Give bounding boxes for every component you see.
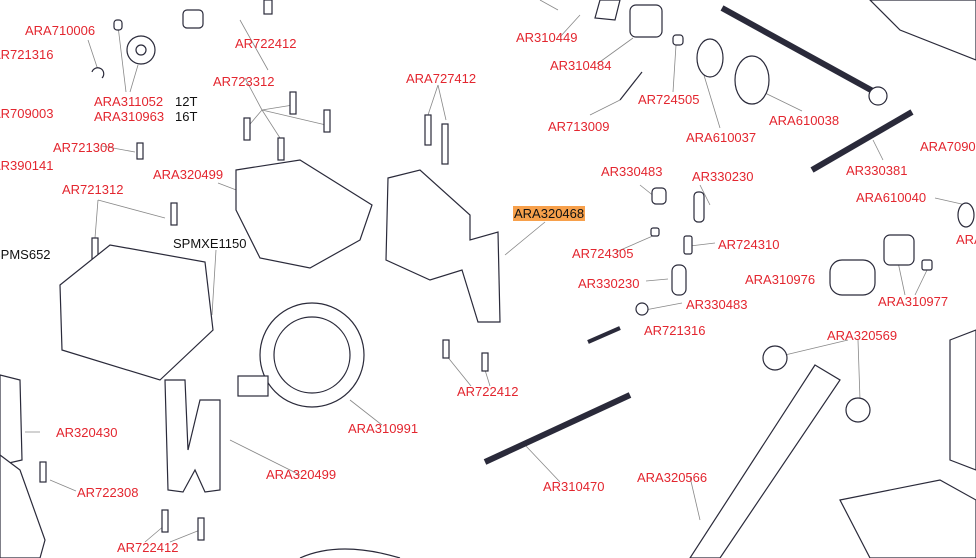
bushing-part (182, 9, 204, 29)
part-label[interactable]: AR310484 (550, 58, 612, 73)
part-label[interactable]: SPMXE1150 (173, 236, 247, 251)
part-label[interactable]: ARA727412 (406, 71, 477, 86)
part-label[interactable]: ARA710006 (25, 23, 96, 38)
screw-part (263, 0, 273, 15)
hinge-pin-part (810, 109, 914, 173)
part-label[interactable]: ARA (956, 232, 976, 247)
part-label[interactable]: ARA320566 (637, 470, 708, 485)
part-label[interactable]: AR330381 (846, 163, 908, 178)
bushing-part (762, 345, 788, 371)
part-label[interactable]: AR320430 (56, 425, 118, 440)
part-label[interactable]: ARA320499 (153, 167, 224, 182)
part-label[interactable]: ARA310977 (878, 294, 949, 309)
part-label[interactable]: AR724505 (638, 92, 700, 107)
part-label[interactable]: AR723312 (213, 74, 275, 89)
highlighted-part-label[interactable]: ARA320468 (513, 206, 586, 221)
part-label[interactable]: AR724310 (718, 237, 780, 252)
bearing-part (957, 202, 975, 228)
part-label[interactable]: AR722412 (457, 384, 519, 399)
chassis-part (0, 454, 46, 558)
part-label[interactable]: ARA610038 (769, 113, 840, 128)
part-label[interactable]: ARA320499 (266, 467, 337, 482)
e-clip-part (91, 67, 105, 79)
pin-part (619, 71, 643, 101)
part-label[interactable]: ARA610040 (856, 190, 927, 205)
part-label[interactable]: AR721312 (62, 182, 124, 197)
motor-mount-part (235, 159, 373, 269)
part-label[interactable]: ARA320569 (827, 328, 898, 343)
tooth-count: 12T (175, 94, 198, 109)
leader-lines (25, 0, 967, 543)
side-part (0, 374, 23, 466)
part-label[interactable]: AR310449 (516, 30, 578, 45)
part-label[interactable]: AR330483 (601, 164, 663, 179)
arm-part (869, 0, 976, 61)
chassis-brace-part (689, 364, 841, 558)
part-label[interactable]: AR330230 (692, 169, 754, 184)
set-screw-part (113, 19, 123, 31)
esc-part (59, 244, 214, 381)
part-label[interactable]: AR330483 (686, 297, 748, 312)
tooth-count: 16T (175, 109, 198, 124)
body-edge (299, 548, 401, 558)
screws (39, 91, 489, 541)
diff-case (273, 316, 351, 394)
part-label[interactable]: AR722412 (117, 540, 179, 555)
part-label[interactable]: AR721316 (644, 323, 706, 338)
seal-part (734, 55, 770, 105)
part-label[interactable]: ARA310976 (745, 272, 816, 287)
part-label[interactable]: AR724305 (572, 246, 634, 261)
outdrive-cup-part (829, 259, 876, 296)
diff-outdrive-part (237, 375, 269, 397)
pinion-bore (135, 44, 147, 56)
part-label[interactable]: AR709003 (0, 106, 54, 121)
motor-plate-part (385, 169, 501, 323)
part-label[interactable]: AR713009 (548, 119, 610, 134)
diff-outdrive-part (629, 4, 663, 38)
part-label[interactable]: AR721308 (53, 140, 115, 155)
bushing-part (845, 397, 871, 423)
driveshaft-part (720, 5, 882, 98)
part-label[interactable]: SPMS652 (0, 247, 51, 262)
part-label[interactable]: AR330230 (578, 276, 640, 291)
part-label[interactable]: ARA311052 (94, 94, 164, 109)
part-label[interactable]: ARA310991 (348, 421, 419, 436)
part-label[interactable]: ARA709003 (920, 139, 976, 154)
part-label[interactable]: AR390141 (0, 158, 54, 173)
support-part (164, 379, 221, 493)
part-label[interactable]: AR721316 (0, 47, 54, 62)
part-label[interactable]: AR722412 (235, 36, 297, 51)
cvd-shaft-part (483, 392, 632, 465)
bearing-part (696, 38, 724, 78)
part-label[interactable]: AR310470 (543, 479, 605, 494)
part-label[interactable]: ARA610037 (686, 130, 757, 145)
part-label[interactable]: AR722308 (77, 485, 139, 500)
part-label[interactable]: ARA310963 (94, 109, 165, 124)
suspension-arm-part (839, 479, 976, 558)
